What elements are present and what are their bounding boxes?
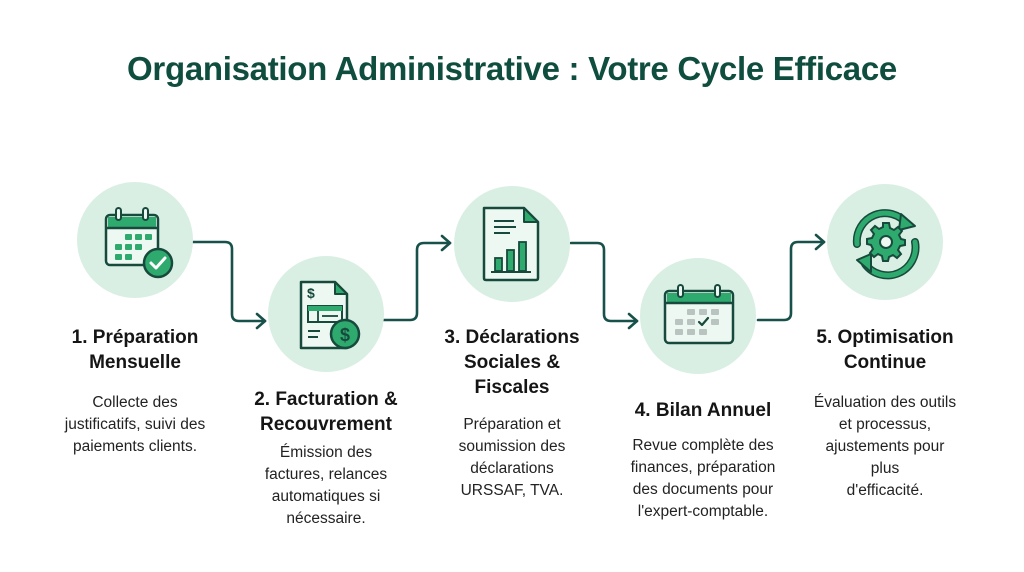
page-title: Organisation Administrative : Votre Cycl… [127,50,897,87]
arrow-head-3-4 [627,312,639,330]
gear-cycle-icon [852,209,920,280]
step-3-desc-line: Préparation et [463,416,561,433]
svg-text:$: $ [307,285,315,301]
step-1-icon-circle [77,182,193,298]
step-5-desc-line: ajustements pour [825,438,945,455]
step-3-title-line: Sociales & [463,352,561,373]
step-1-desc-line: justificatifs, suivi des [64,416,206,433]
document-chart-icon [482,206,540,282]
step-1-title-line: Mensuelle [89,352,181,373]
step-5-desc-line: et processus, [838,416,932,433]
step-3-title-line: 3. Déclarations [444,327,580,348]
step-4-description: Revue complète des finances, préparation… [603,435,803,523]
step-2-title-line: Recouvrement [260,414,392,435]
step-2-desc-line: factures, relances [264,466,388,483]
svg-text:$: $ [340,325,350,345]
step-5-title-line: Continue [843,352,927,373]
step-3-desc-line: URSSAF, TVA. [460,482,564,499]
step-2-description: Émission des factures, relances automati… [236,442,416,530]
step-1-description: Collecte des justificatifs, suivi des pa… [45,392,225,458]
step-2-icon-circle: $ $ [268,256,384,372]
step-4-icon-circle [640,258,756,374]
step-5-desc-line: d'efficacité. [846,482,924,499]
step-4-desc-line: Revue complète des [632,437,774,454]
step-4-desc-line: finances, préparation [630,459,776,476]
arrow-head-1-2 [255,312,267,330]
calendar-annual-icon [663,284,735,345]
connector-1-2 [191,240,267,323]
step-2-title: 2. Facturation & Recouvrement [231,387,421,437]
step-5-desc-line: plus [870,460,900,477]
arrow-head-2-3 [440,234,452,252]
step-5-desc-line: Évaluation des outils [813,394,957,411]
step-1-title: 1. Préparation Mensuelle [45,325,225,375]
step-2-desc-line: Émission des [279,444,373,461]
step-5-title-line: 5. Optimisation [816,327,954,348]
step-3-desc-line: déclarations [470,460,554,477]
step-5-description: Évaluation des outils et processus, ajus… [790,392,980,502]
step-2-desc-line: automatiques si [271,488,381,505]
step-3-desc-line: soumission des [458,438,566,455]
connector-4-5 [756,240,826,322]
connector-2-3 [382,241,452,322]
connector-3-4 [569,241,639,323]
arrow-head-4-5 [814,233,826,251]
step-5-icon-circle [827,184,943,300]
step-4-title: 4. Bilan Annuel [608,398,798,423]
step-4-desc-line: l'expert-comptable. [637,503,769,520]
step-5-title: 5. Optimisation Continue [795,325,975,375]
step-1-title-line: 1. Préparation [71,327,199,348]
invoice-dollar-icon: $ $ [299,280,361,350]
calendar-check-icon [104,207,174,279]
step-3-title-line: Fiscales [474,377,550,398]
step-4-title-line: 4. Bilan Annuel [634,400,772,421]
step-1-desc-line: paiements clients. [72,438,198,455]
step-2-title-line: 2. Facturation & [254,389,398,410]
step-3-description: Préparation et soumission des déclaratio… [422,414,602,502]
step-4-desc-line: des documents pour [632,481,774,498]
step-3-title: 3. Déclarations Sociales & Fiscales [422,325,602,400]
step-3-icon-circle [454,186,570,302]
step-2-desc-line: nécessaire. [286,510,366,527]
step-1-desc-line: Collecte des [92,394,178,411]
